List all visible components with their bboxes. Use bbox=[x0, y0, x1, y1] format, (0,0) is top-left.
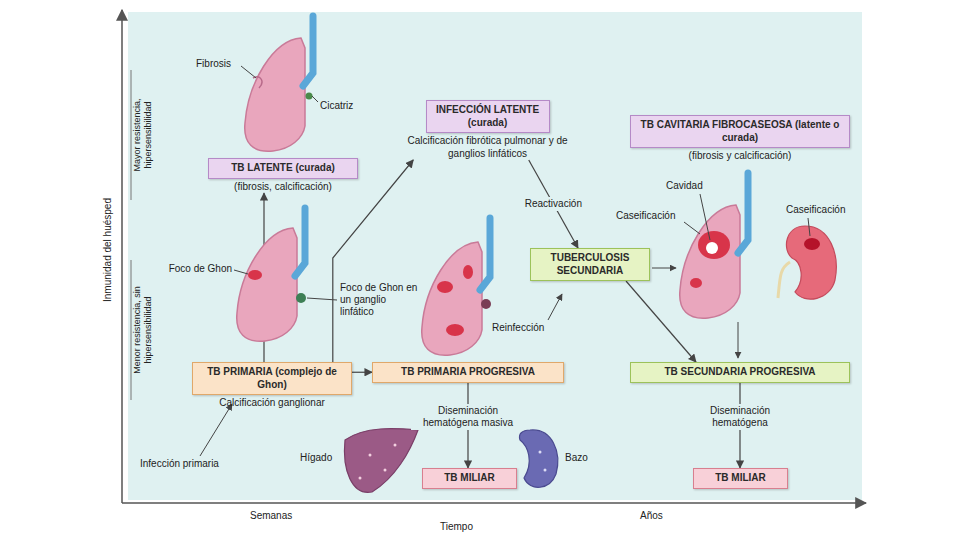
leader-line bbox=[808, 218, 810, 236]
kidney bbox=[786, 226, 836, 299]
panel-ground bbox=[128, 12, 862, 500]
note-label: Reinfección bbox=[492, 322, 544, 334]
box-heading: TUBERCULOSIS SECUNDARIA bbox=[530, 248, 650, 281]
part-label: Fibrosis bbox=[196, 58, 231, 70]
part-label: Caseificación bbox=[616, 210, 675, 222]
leader-line bbox=[700, 194, 710, 240]
lung-healed bbox=[245, 16, 313, 151]
axis-tick-label: Semanas bbox=[250, 510, 292, 522]
part-label: Foco de Ghon en un ganglio linfático bbox=[340, 282, 422, 318]
axis-tick-label: Años bbox=[640, 510, 663, 522]
box-heading: TB MILIAR bbox=[693, 468, 788, 489]
leader-line bbox=[234, 270, 248, 274]
latent-box: INFECCIÓN LATENTE (curada)Calcificación … bbox=[405, 100, 570, 160]
bracket-label: Menor resistencia, sin hipersensibilidad bbox=[132, 265, 154, 395]
miliary-box: TB MILIAR bbox=[422, 468, 517, 489]
box-note: (fibrosis y calcificación) bbox=[630, 150, 850, 163]
leader-line bbox=[312, 96, 318, 102]
part-label: Cicatriz bbox=[320, 100, 353, 112]
ureter bbox=[778, 262, 790, 298]
bracket-line bbox=[131, 260, 132, 400]
leader-line bbox=[241, 66, 256, 78]
box-heading: TB MILIAR bbox=[422, 468, 517, 489]
connector-arrow bbox=[333, 160, 413, 362]
organ-label: Hígado bbox=[300, 452, 332, 464]
box-heading: INFECCIÓN LATENTE (curada) bbox=[426, 100, 550, 133]
part-label: Foco de Ghon bbox=[162, 263, 232, 275]
spleen bbox=[519, 430, 557, 487]
part-label: Caseificación bbox=[786, 204, 845, 216]
box-note: (fibrosis, calcificación) bbox=[208, 181, 358, 194]
axis-title: Tiempo bbox=[440, 521, 473, 533]
organ-label: Bazo bbox=[565, 452, 588, 464]
leader-line bbox=[307, 298, 337, 300]
x-axis bbox=[122, 502, 866, 504]
progressive-box: TB PRIMARIA PROGRESIVA bbox=[372, 362, 564, 383]
leader-arrow bbox=[200, 404, 232, 456]
box-note: Calcificación fibrótica pulmonar y de ga… bbox=[405, 135, 570, 160]
box-heading: TB CAVITARIA FIBROCASEOSA (latente o cur… bbox=[630, 115, 850, 148]
connector-label: Diseminación hematógena masiva bbox=[411, 404, 525, 430]
reinfection-arrow bbox=[548, 294, 562, 320]
connector-label: Reactivación bbox=[511, 197, 595, 211]
liver bbox=[344, 429, 418, 493]
axis-title: Inmunidad del huésped bbox=[102, 150, 114, 350]
primary-box: TB PRIMARIA (complejo de Ghon) Calcificac… bbox=[192, 362, 352, 410]
box-note: Calcificación ganglionar bbox=[192, 397, 352, 410]
y-axis bbox=[121, 10, 123, 503]
lung-progressive bbox=[422, 218, 491, 355]
leader-line bbox=[684, 222, 700, 234]
lung-arrow bbox=[738, 322, 739, 358]
latent-box: TB LATENTE (curada) (fibrosis, calcificac… bbox=[208, 158, 358, 193]
note-label: Infección primaria bbox=[140, 458, 230, 470]
connector-label: Diseminación hematógena bbox=[688, 404, 792, 430]
connector-arrow bbox=[352, 372, 372, 373]
progressive-box: TB SECUNDARIA PROGRESIVA bbox=[630, 362, 850, 383]
box-heading: TB PRIMARIA PROGRESIVA bbox=[372, 362, 564, 383]
box-heading: TB SECUNDARIA PROGRESIVA bbox=[630, 362, 850, 383]
bracket-label: Mayor resistencia, hipersensibilidad bbox=[132, 75, 154, 195]
lung-ghon-complex bbox=[237, 208, 306, 341]
box-heading: TB PRIMARIA (complejo de Ghon) bbox=[192, 362, 352, 395]
lung-cavitary bbox=[680, 173, 748, 318]
miliary-box: TB MILIAR bbox=[693, 468, 788, 489]
part-label: Cavidad bbox=[666, 180, 703, 192]
bracket-line bbox=[131, 70, 132, 200]
latent-box: TB CAVITARIA FIBROCASEOSA (latente o cur… bbox=[630, 115, 850, 163]
secondary-box: TUBERCULOSIS SECUNDARIA bbox=[530, 248, 650, 281]
box-heading: TB LATENTE (curada) bbox=[208, 158, 358, 179]
kidney-lesion bbox=[804, 238, 820, 250]
lung-arrow bbox=[652, 268, 676, 269]
